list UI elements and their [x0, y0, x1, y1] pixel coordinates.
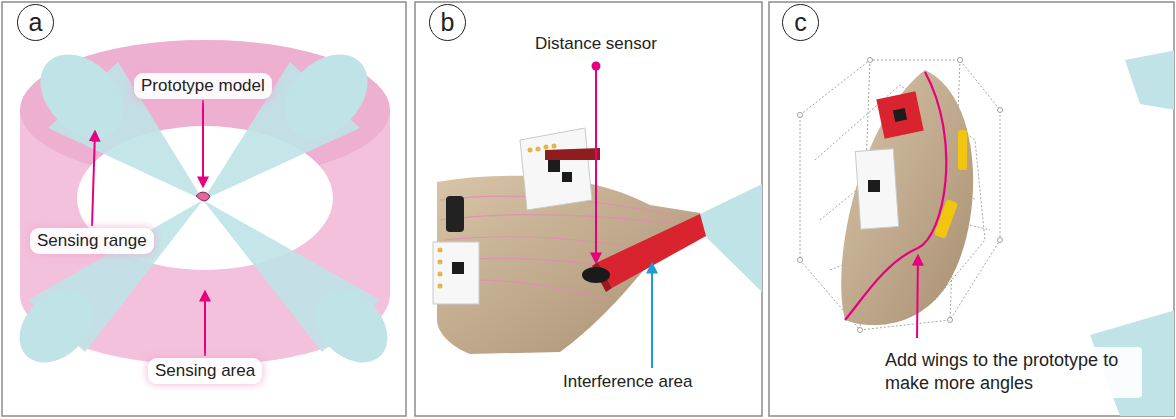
prototype-model-part — [545, 148, 600, 160]
winged-prototype-part — [800, 60, 1000, 330]
winged-prototype-part-part — [876, 91, 923, 138]
sensing-cylinder-part — [5, 275, 107, 377]
panel-letter-text: a — [29, 10, 43, 35]
winged-prototype-part-part — [998, 108, 1003, 113]
prototype-model-part-part — [438, 260, 443, 265]
winged-prototype-part-part — [800, 60, 1000, 330]
prototype-model-part — [548, 160, 572, 182]
winged-prototype-part — [845, 72, 946, 320]
leader-arrow-part — [595, 66, 597, 262]
prototype-model-part-part — [528, 148, 533, 153]
callout-label: Distance sensor — [528, 31, 664, 57]
prototype-model-part — [700, 180, 762, 300]
prototype-model-part — [438, 248, 443, 289]
leader-arrow-part — [92, 132, 95, 226]
prototype-model-part — [433, 242, 479, 304]
callout-label: Prototype model — [134, 73, 272, 99]
callout-label: Sensing area — [148, 358, 262, 384]
winged-prototype — [798, 50, 1175, 416]
winged-prototype-part-part — [958, 130, 967, 170]
leader-arrow — [917, 256, 918, 338]
leader-arrow-part — [202, 100, 204, 186]
callout-label: Sensing range — [30, 228, 154, 254]
callout-label: Interference area — [556, 369, 699, 395]
prototype-model-part-part — [536, 147, 541, 152]
winged-prototype-part-part — [998, 238, 1003, 243]
winged-prototype-part — [868, 180, 880, 192]
prototype-model-part-part — [438, 284, 443, 289]
winged-prototype-part — [876, 91, 923, 138]
panel-letter: a — [17, 4, 54, 41]
winged-prototype-part — [855, 149, 898, 229]
panel-letter-text: c — [794, 10, 807, 35]
sensing-cylinder — [5, 38, 402, 377]
prototype-model-part-part — [544, 145, 549, 150]
panel-frames-part — [2, 2, 406, 416]
prototype-model-part-part — [440, 215, 698, 226]
panel-frames-part — [769, 2, 1174, 416]
sensing-cylinder-part — [196, 192, 210, 201]
winged-prototype-part-part — [868, 58, 873, 63]
prototype-model-part — [446, 196, 464, 232]
winged-prototype-part — [934, 130, 967, 239]
prototype-model-part-part — [548, 160, 560, 172]
winged-prototype-part — [841, 70, 973, 325]
winged-prototype-part-part — [798, 113, 803, 118]
panel-letter-text: b — [441, 10, 455, 35]
prototype-model-part — [582, 267, 610, 283]
prototype-model-part-part — [438, 272, 443, 277]
winged-prototype-part-part — [893, 108, 907, 122]
winged-prototype-part-part — [948, 318, 953, 323]
prototype-model-part-part — [552, 144, 557, 149]
prototype-model-part-part — [438, 248, 443, 253]
panel-letter: b — [429, 4, 466, 41]
leader-arrow — [592, 62, 653, 369]
winged-prototype-part — [798, 58, 1003, 333]
winged-prototype-part-part — [858, 328, 863, 333]
sensing-cylinder-part — [24, 38, 140, 154]
winged-prototype-part — [1125, 50, 1174, 110]
prototype-model-part — [520, 128, 592, 210]
winged-prototype-part-part — [958, 58, 963, 63]
leader-arrow-part — [204, 292, 206, 356]
leader-arrow-part — [651, 264, 653, 368]
sensing-cylinder-part — [300, 275, 402, 377]
panel-frames-part — [415, 2, 762, 416]
prototype-model-part — [452, 262, 464, 274]
prototype-model-part-part — [562, 172, 572, 182]
leader-arrow-part — [917, 256, 918, 338]
prototype-model — [433, 128, 762, 354]
panel-letter: c — [782, 4, 819, 41]
sensing-cylinder-part — [268, 38, 384, 154]
winged-prototype-part-part — [798, 258, 803, 263]
callout-note: Add wings to the prototype to make more … — [878, 347, 1142, 398]
